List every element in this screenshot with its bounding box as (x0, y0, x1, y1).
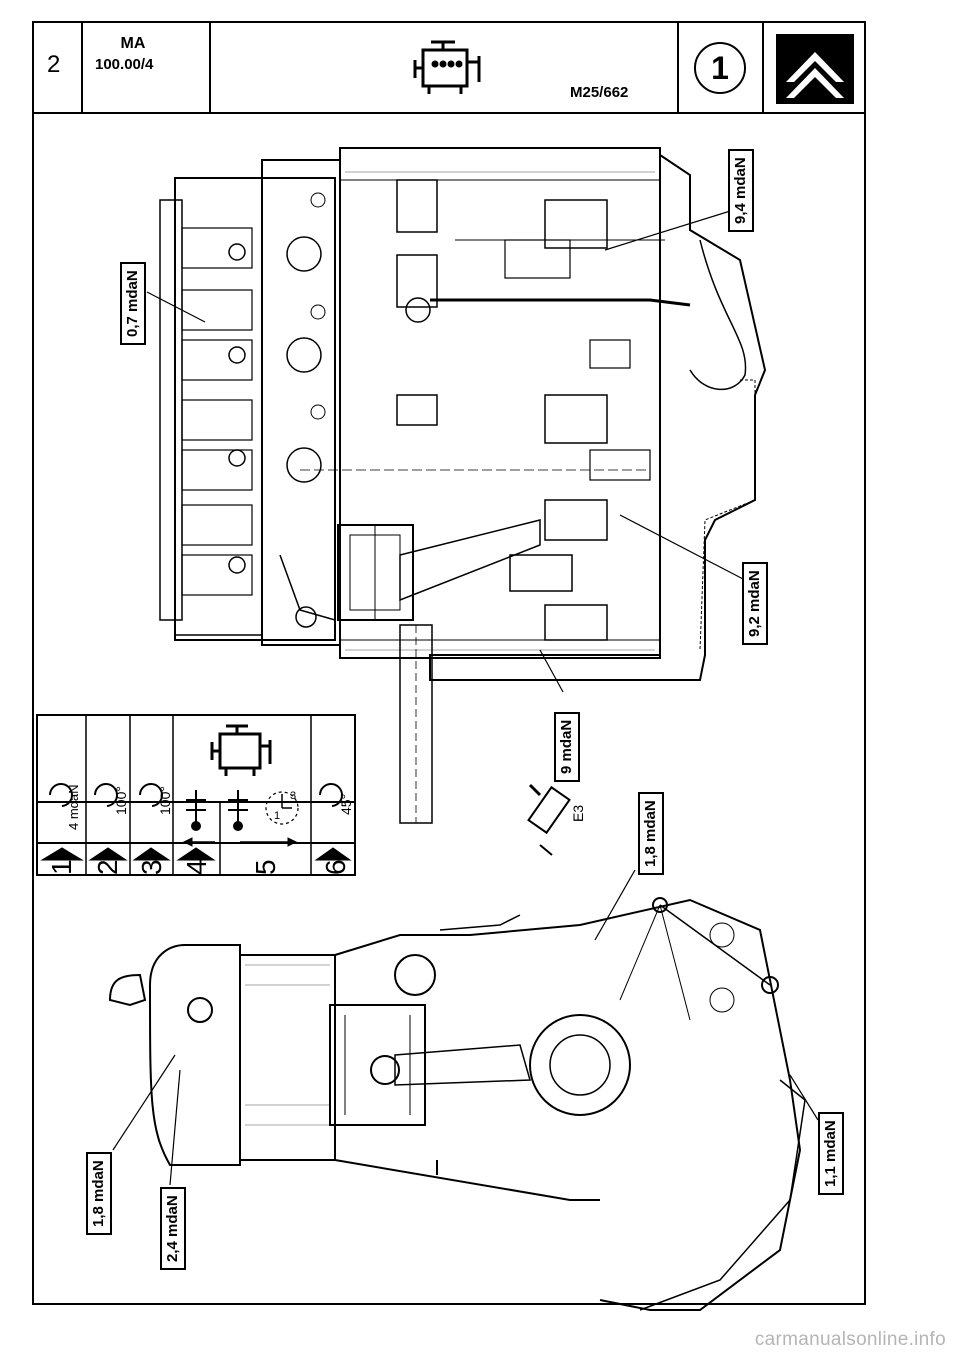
page-frame (32, 21, 866, 1305)
step6-angle-value: 45° (338, 793, 354, 815)
step-number-3: 3 (136, 859, 167, 875)
torque-label-cover-bolt: 0,7 mdaN (120, 262, 146, 345)
page-number: 2 (47, 51, 61, 78)
section-hatching (245, 171, 655, 1126)
step-number-1: 1 (46, 859, 77, 875)
section-code-line1: MA (120, 35, 146, 52)
tightening-sequence-table (36, 714, 356, 876)
engine-transverse-section-drawing (108, 897, 806, 1311)
clock-digit-1: 1 (274, 810, 281, 822)
step-number-2: 2 (92, 859, 123, 875)
engine-code: M25/662 (570, 84, 629, 101)
torque-label-main-bearing: 9,2 mdaN (742, 562, 768, 645)
circle-number: 1 (711, 50, 729, 86)
step-number-4: 4 (181, 859, 212, 875)
step3-angle-value: 100° (157, 786, 173, 815)
watermark: carmanualsonline.info (754, 1329, 946, 1350)
torque-label-flywheel: 9 mdaN (554, 711, 580, 782)
step1-torque-value: 4 mdaN (66, 784, 81, 830)
torque-label-intake-bolt: 1,8 mdaN (86, 1152, 112, 1235)
circle-number-badge (694, 42, 746, 94)
sealant-tube-icon (527, 783, 571, 856)
citroen-logo (776, 34, 854, 104)
section-code-line2: 100.00/4 (95, 56, 154, 73)
torque-label-manifold-bolt: 2,4 mdaN (160, 1187, 186, 1270)
temperature-icons (186, 790, 299, 831)
clock-digit-3: 3 (290, 790, 297, 802)
torque-label-cylinder-head-bolt: 9,4 mdaN (728, 149, 754, 232)
rotation-arrow-icons (49, 783, 343, 807)
torque-label-timing-cover: 1,8 mdaN (638, 792, 664, 875)
engine-icon (413, 40, 481, 94)
step-number-6: 6 (320, 859, 351, 875)
sealant-code: E3 (570, 804, 586, 822)
leader-lines-top (112, 207, 819, 1186)
engine-longitudinal-section-drawing (159, 147, 767, 824)
step-number-5: 5 (250, 859, 281, 875)
sequence-arrow-row (40, 837, 352, 861)
step2-angle-value: 100° (113, 786, 129, 815)
torque-label-oil-pan: 1,1 mdaN (818, 1112, 844, 1195)
